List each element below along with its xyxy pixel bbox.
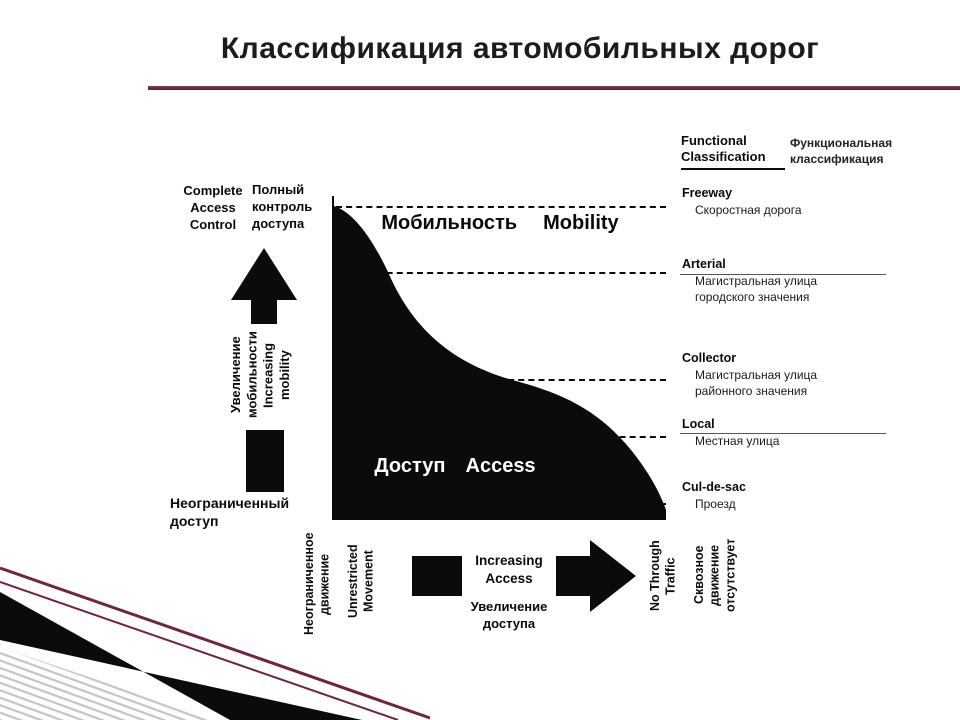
- classification-row-culdesac: Cul-de-sac Проезд: [682, 480, 887, 512]
- unrestricted-access-label-ru: Неограниченный доступ: [170, 495, 290, 530]
- mobility-up-arrow-icon: [231, 248, 297, 300]
- mobility-up-arrow-neck: [251, 298, 277, 324]
- page-title: Классификация автомобильных дорог: [220, 32, 820, 65]
- dashed-line-freeway: [336, 206, 666, 208]
- increasing-access-arrow-tail: [412, 556, 462, 596]
- functional-classification-header-ru: Функциональная классификация: [790, 136, 893, 166]
- maroon-stripe-1: [0, 566, 430, 720]
- dashed-line-culdesac: [628, 503, 666, 505]
- increasing-access-label-en: Increasing Access: [475, 553, 543, 586]
- access-label-en: Access: [465, 455, 536, 477]
- black-band: [0, 592, 362, 720]
- access-label-ru: Доступ: [374, 455, 446, 477]
- increasing-mobility-label-ru: Увеличение мобильности: [228, 331, 260, 419]
- classification-label-ru: Скоростная дорога: [695, 203, 802, 217]
- classification-label-en: Freeway: [682, 186, 733, 200]
- title-divider: [148, 86, 960, 90]
- no-through-traffic-label-ru: Сквозное движение отсутствует: [692, 538, 738, 612]
- classification-label-ru: Местная улица: [695, 434, 780, 448]
- classification-label-ru: Магистральная улица городского значения: [695, 274, 818, 305]
- classification-row-local: Local Местная улица: [682, 417, 887, 449]
- mobility-label-ru: Мобильность: [381, 212, 518, 234]
- dashed-line-collector: [336, 379, 666, 381]
- classification-row-collector: Collector Магистральная улица районного …: [682, 351, 887, 399]
- classification-label-ru: Магистральная улица районного значения: [695, 368, 818, 399]
- full-access-control-label-ru: Полный контроль доступа: [252, 182, 313, 231]
- access-label: Доступ Access: [350, 455, 560, 478]
- no-through-traffic-label-en: No Through Traffic: [648, 540, 678, 612]
- mobility-label: Мобильность Mobility: [334, 212, 666, 235]
- mobility-arrow-stem: [246, 430, 284, 492]
- corner-decoration: [0, 566, 430, 720]
- increasing-access-label-ru: Увеличение доступа: [470, 599, 548, 631]
- pinstripe-triangle: [0, 647, 216, 720]
- increasing-mobility-label-en: Increasing mobility: [260, 342, 292, 408]
- increasing-access-arrow-icon: [590, 540, 636, 612]
- dashed-line-local: [336, 436, 666, 438]
- functional-classification-header-en: Functional Classification: [681, 133, 785, 170]
- classification-row-arterial: Arterial Магистральная улица городского …: [682, 257, 887, 305]
- classification-label-en: Arterial: [682, 257, 726, 271]
- classification-separator: [680, 274, 886, 275]
- classification-label-en: Collector: [682, 351, 737, 365]
- complete-access-control-label: Complete Access Control: [183, 183, 243, 232]
- classification-label-ru: Проезд: [695, 497, 736, 511]
- classification-label-en: Cul-de-sac: [682, 480, 746, 494]
- classification-separator: [680, 433, 886, 434]
- classification-row-freeway: Freeway Скоростная дорога: [682, 186, 887, 218]
- dashed-line-arterial: [336, 272, 666, 274]
- plot-left-axis: [332, 196, 334, 520]
- increasing-mobility-vertical-label: Увеличение мобильности Increasing mobili…: [228, 324, 304, 426]
- mobility-label-en: Mobility: [543, 212, 619, 234]
- maroon-stripe-2: [0, 581, 399, 720]
- classification-label-en: Local: [682, 417, 715, 431]
- access-mobility-curve: [334, 206, 666, 520]
- increasing-access-arrow-body: [556, 556, 590, 596]
